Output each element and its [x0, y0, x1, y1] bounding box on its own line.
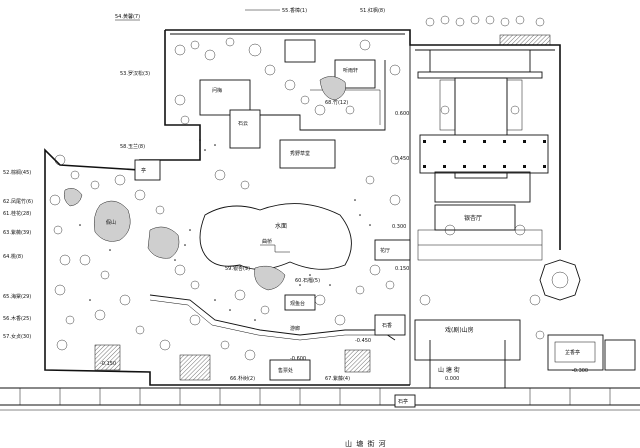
hall-mid	[279, 139, 336, 169]
pond-label: 水面	[275, 222, 287, 230]
elev-7: 0.450	[395, 156, 409, 162]
road-tick-marks	[19, 388, 611, 405]
elev-6: 0.300	[392, 224, 406, 230]
studio-label: 石云	[238, 121, 248, 127]
tree-label-15: 60.石榴(5)	[295, 277, 320, 284]
elevation-marks: 0.000 -0.300 -0.450 0.150 -0.600 0.300 0…	[100, 111, 588, 382]
elev-5: -0.600	[290, 356, 306, 362]
north-room-label: 听雨轩	[343, 67, 358, 74]
tree-label-2: 55.香樟(1)	[282, 7, 307, 14]
elev-1: 0.000	[445, 376, 459, 382]
rock-hills: 假山	[63, 76, 346, 291]
elev-4: 0.150	[395, 266, 409, 272]
front-gate	[414, 319, 521, 361]
tree-label-18: 68.竹(12)	[325, 99, 348, 106]
main-hall	[434, 204, 516, 231]
tree-label-12: 53.罗汉松(3)	[120, 70, 150, 77]
tree-label-4: 52.棕榈(45)	[3, 169, 31, 176]
hall-mid-label: 秀野草堂	[290, 150, 310, 157]
hall-west-label: 问梅	[212, 87, 222, 94]
octagon-pavilion	[539, 259, 581, 301]
elev-2: -0.300	[572, 368, 588, 374]
corridor-label: 游廊	[290, 325, 300, 332]
corridors: 游廊	[94, 34, 551, 381]
front-gate-label: 戏(剧)山房	[445, 326, 474, 334]
tree-label-5: 62.凤尾竹(6)	[3, 198, 33, 205]
road-label: 山 塘 街 河	[345, 439, 387, 448]
elev-9: 0.600	[395, 111, 409, 117]
tree-callouts: 54.黄馨(7) 55.香樟(1) 51.红枫(8) 52.棕榈(45) 62.…	[3, 7, 385, 382]
north-road-label: 山 塘 街	[438, 366, 460, 374]
tree-label-16: 66.朴树(2)	[230, 375, 255, 382]
pond: 水面 曲桥	[199, 203, 352, 270]
pavilion-small-label: 亭	[141, 167, 146, 174]
bridge	[260, 244, 290, 253]
tree-label-9: 65.海棠(29)	[3, 293, 31, 300]
tree-label-6: 61.桂花(28)	[3, 210, 31, 217]
tree-markers	[49, 15, 545, 361]
elev-3: -0.450	[355, 338, 371, 344]
tree-label-14: 59.银杏(9)	[225, 265, 250, 272]
east-hall-label: 花厅	[380, 247, 390, 254]
west-pavilion-label: 观鱼台	[290, 300, 305, 307]
hall-columns	[423, 140, 546, 168]
bridge-label: 曲桥	[262, 238, 272, 245]
south-pavilion-label: 芷香亭	[565, 349, 580, 356]
south-road: 山 塘 街 河	[0, 387, 640, 448]
tree-label-8: 64.桃(8)	[3, 253, 23, 260]
gate-south-label: 石亭	[398, 398, 408, 405]
north-buildings: 问梅 听雨轩 石云 秀野草堂 亭	[134, 39, 386, 181]
gate-south	[394, 394, 416, 408]
shrub-dots	[79, 139, 371, 321]
ticket-label: 售票处	[278, 367, 293, 374]
main-hall-label: 银杏厅	[464, 214, 482, 222]
west-pavilion: 观鱼台 花厅 售票处 石香	[269, 239, 411, 381]
tree-label-17: 67.紫藤(4)	[325, 375, 350, 382]
east-pavilion-label: 石香	[382, 322, 392, 329]
south-east-hall: 芷香亭	[547, 334, 636, 371]
tree-label-11: 57.女贞(30)	[3, 333, 31, 340]
tree-label-13: 58.玉兰(8)	[120, 143, 145, 150]
tree-label-1: 54.黄馨(7)	[115, 13, 140, 20]
tree-label-3: 51.红枫(8)	[360, 7, 385, 14]
elev-8: -0.150	[100, 361, 116, 367]
rock-hill-label: 假山	[106, 219, 116, 226]
east-hall-complex: 银杏厅 戏(剧)山房 山 塘 街 石亭	[394, 49, 549, 408]
tree-label-10: 56.木香(25)	[3, 315, 31, 322]
tree-label-7: 63.紫薇(39)	[3, 229, 31, 236]
